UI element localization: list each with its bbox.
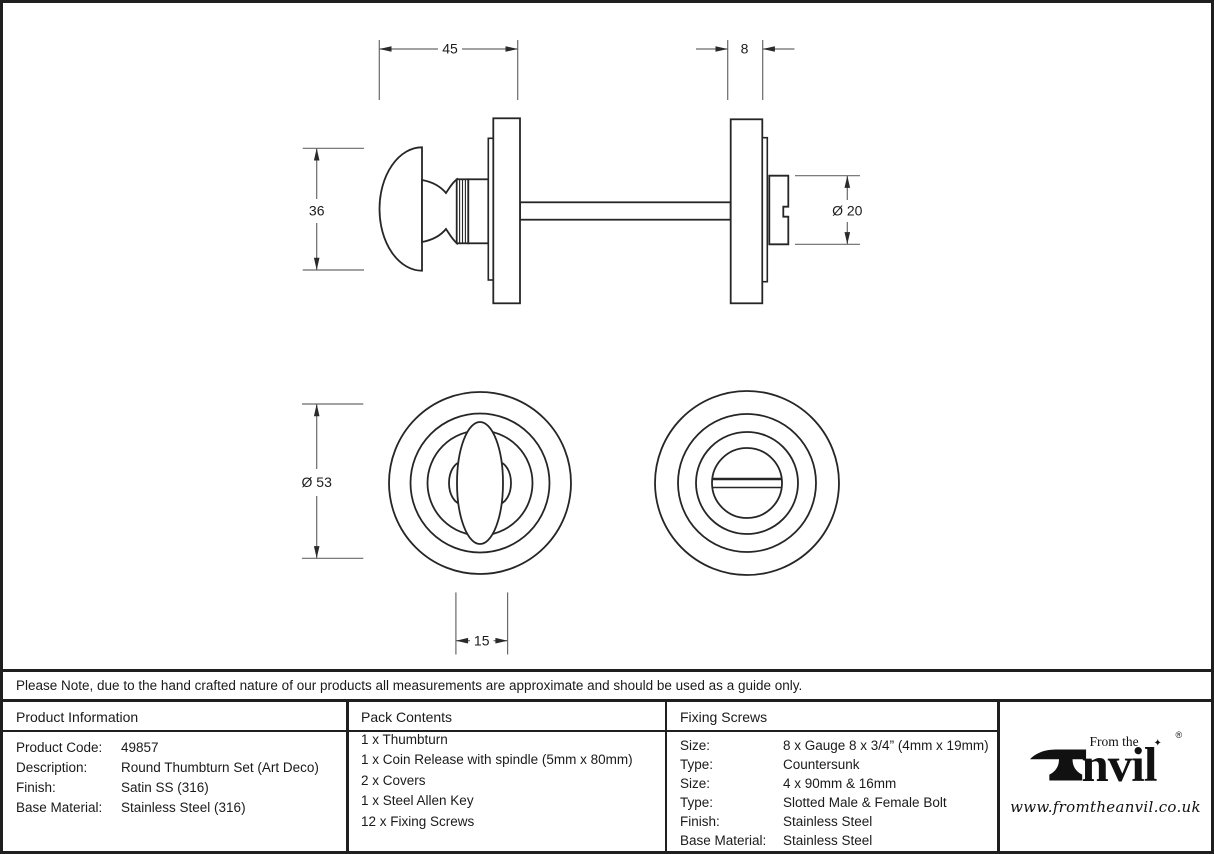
spec-label: Base Material: (680, 833, 767, 848)
logo-website-url: www.fromtheanvil.co.uk (1010, 798, 1201, 816)
dim-knob-depth: 45 (378, 40, 519, 100)
dim-knob-height: 36 (302, 147, 364, 271)
spec-value: 49857 (121, 740, 159, 755)
spec-value: Round Thumbturn Set (Art Deco) (121, 760, 319, 775)
product-info-header: Product Information (16, 709, 139, 725)
spec-row: Base Material: Stainless Steel (680, 833, 989, 852)
spec-row: Base Material: Stainless Steel (316) (16, 800, 319, 820)
coin-release-boss (768, 174, 790, 246)
pack-item: 1 x Thumbturn (361, 732, 448, 747)
coin-release-front-view (654, 390, 840, 576)
dim-label-dia20: Ø 20 (832, 203, 863, 219)
spec-label: Finish: (680, 814, 720, 829)
dim-label-45: 45 (442, 41, 458, 57)
fixing-screws-header: Fixing Screws (680, 709, 768, 725)
dim-rose-diameter: Ø 53 (302, 403, 364, 559)
spec-value: Stainless Steel (783, 814, 873, 829)
spec-value: 4 x 90mm & 16mm (783, 776, 897, 791)
spec-row: Finish: Stainless Steel (680, 814, 989, 833)
spec-label: Type: (680, 795, 714, 810)
measurement-note-bar: Please Note, due to the hand crafted nat… (0, 669, 1214, 702)
right-rose-backplate (761, 136, 769, 283)
brand-logo-cell: From the ✦ ® nvil www.fromtheanvil.co.uk (1000, 702, 1211, 850)
column-divider (664, 702, 667, 852)
pack-item: 1 x Steel Allen Key (361, 793, 474, 809)
technical-drawing: 45 8 36 (302, 40, 863, 655)
registered-mark: ® (1175, 730, 1183, 740)
dim-label-15: 15 (474, 633, 490, 649)
column-divider (346, 702, 349, 852)
dim-rose-thickness: 8 (696, 40, 795, 100)
pack-item: 1 x Coin Release with spindle (5mm x 80m… (361, 752, 633, 768)
spec-table: Product Information Pack Contents Fixing… (0, 702, 1214, 852)
spec-row: Description: Round Thumbturn Set (Art Dec… (16, 760, 319, 780)
left-rose-plate (492, 117, 521, 305)
fixing-screws-rows: Size: 8 x Gauge 8 x 3/4” (4mm x 19mm) Typ… (680, 738, 989, 852)
anvil-logo: From the ✦ ® nvil (1029, 730, 1182, 794)
spec-row: Size: 4 x 90mm & 16mm (680, 776, 989, 795)
spec-row: Type: Countersunk (680, 757, 989, 776)
dim-label-36: 36 (309, 203, 325, 219)
spec-row: Product Code: 49857 (16, 740, 319, 760)
column-divider (997, 702, 1000, 852)
logo-tagline: From the (1089, 734, 1139, 749)
thumbturn-front-view (388, 391, 572, 575)
thumbturn-grip (456, 421, 504, 545)
right-rose-plate (729, 118, 764, 305)
header-divider (0, 729, 998, 732)
spec-value: Stainless Steel (783, 833, 873, 848)
spec-row: Type: Slotted Male & Female Bolt (680, 795, 989, 814)
spec-label: Finish: (16, 780, 56, 795)
pack-item: 12 x Fixing Screws (361, 813, 475, 829)
spec-label: Type: (680, 757, 714, 772)
spec-label: Product Code: (16, 740, 103, 755)
spec-value: 8 x Gauge 8 x 3/4” (4mm x 19mm) (783, 738, 989, 753)
dim-label-dia53: Ø 53 (302, 474, 333, 490)
spec-value: Stainless Steel (316) (121, 800, 246, 815)
spec-row: Size: 8 x Gauge 8 x 3/4” (4mm x 19mm) (680, 738, 989, 757)
spec-value: Countersunk (783, 757, 860, 772)
knob-dome (378, 146, 423, 272)
measurement-note: Please Note, due to the hand crafted nat… (16, 678, 803, 693)
dim-grip-width: 15 (455, 592, 509, 655)
dim-label-8: 8 (741, 41, 749, 57)
knob-neck (421, 177, 458, 246)
dim-boss-diameter: Ø 20 (795, 175, 863, 245)
coin-slot-disc (711, 447, 783, 519)
pack-item: 2 x Covers (361, 772, 426, 788)
spec-value: Satin SS (316) (121, 780, 209, 795)
logo-star-icon: ✦ (1153, 738, 1162, 749)
spec-label: Description: (16, 760, 88, 775)
product-info-rows: Product Code: 49857 Description: Round Thu… (16, 740, 319, 820)
spindle (519, 201, 732, 221)
spec-label: Size: (680, 776, 711, 791)
logo-wordmark: nvil (1081, 737, 1158, 792)
pack-contents-header: Pack Contents (361, 709, 453, 725)
spec-label: Size: (680, 738, 711, 753)
pack-contents-rows: 1 x Thumbturn 1 x Coin Release with spin… (361, 732, 633, 834)
spec-value: Slotted Male & Female Bolt (783, 795, 947, 810)
spec-row: Finish: Satin SS (316) (16, 780, 319, 800)
knob-base-cylinder (467, 178, 490, 245)
spec-label: Base Material: (16, 800, 103, 815)
side-view (378, 117, 790, 305)
anvil-icon (1029, 749, 1086, 781)
